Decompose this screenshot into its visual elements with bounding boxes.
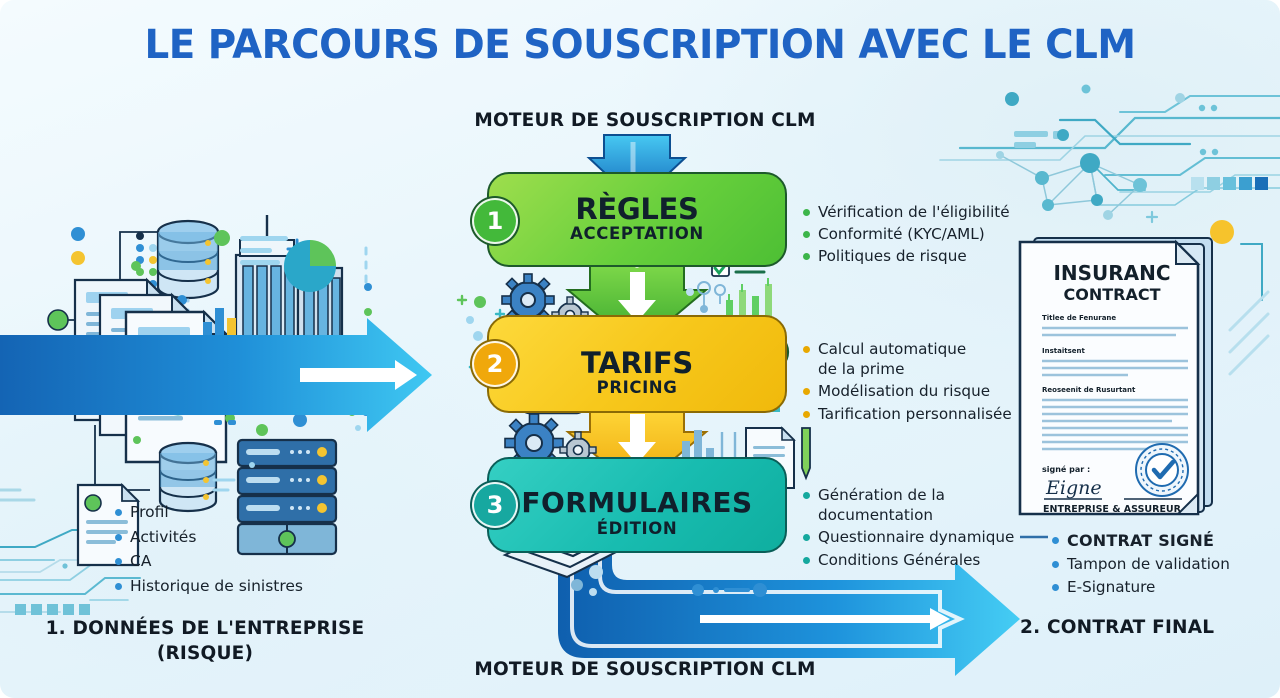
list-item: Tampon de validation bbox=[1052, 554, 1230, 574]
list-item: Politiques de risque bbox=[803, 246, 1010, 266]
list-item: Historique de sinistres bbox=[115, 576, 303, 597]
contract-field-label-1: Titlee de Fenurane bbox=[1042, 314, 1116, 322]
step-box-formulaires[interactable]: FORMULAIRES ÉDITION bbox=[487, 457, 787, 553]
contract-subheading: CONTRACT bbox=[1063, 285, 1160, 304]
list-item: Questionnaire dynamique bbox=[803, 527, 1014, 547]
insurance-contract-document: INSURANC CONTRACT Titlee de Fenurane Ins… bbox=[1018, 237, 1213, 516]
contract-signature-script: Eigne bbox=[1045, 477, 1102, 499]
contract-heading: INSURANC bbox=[1053, 261, 1170, 285]
list-item: Calcul automatique de la prime bbox=[803, 339, 1012, 379]
contract-field-label-3: Reoseenit de Rusurtant bbox=[1042, 386, 1136, 394]
output-contract-bullet-list: CONTRAT SIGNÉ Tampon de validation E-Sig… bbox=[1052, 530, 1230, 601]
step-box-regles[interactable]: RÈGLES ACCEPTATION bbox=[487, 172, 787, 267]
list-item: Conditions Générales bbox=[803, 550, 1014, 570]
step2-title: TARIFS bbox=[581, 346, 693, 380]
list-item: Profil bbox=[115, 502, 303, 523]
mini-charts bbox=[203, 230, 336, 344]
step3-number-badge: 3 bbox=[472, 482, 518, 528]
contract-field-label-2: Instaitsent bbox=[1042, 347, 1085, 355]
list-item: CA bbox=[115, 551, 303, 572]
contract-signers: ENTREPRISE & ASSUREUR bbox=[1043, 504, 1182, 515]
input-flow-arrow bbox=[0, 318, 432, 432]
database-icon-bottom bbox=[158, 441, 218, 513]
list-item: Génération de la documentation bbox=[803, 485, 1014, 525]
step-box-tarifs[interactable]: TARIFS PRICING bbox=[487, 315, 787, 413]
step2-bullet-list: Calcul automatique de la prime Modélisat… bbox=[803, 339, 1012, 426]
step1-title: RÈGLES bbox=[575, 192, 699, 226]
caption-bottom: MOTEUR DE SOUSCRIPTION CLM bbox=[474, 659, 816, 680]
caption-top: MOTEUR DE SOUSCRIPTION CLM bbox=[474, 110, 816, 131]
list-item: Conformité (KYC/AML) bbox=[803, 224, 1010, 244]
caption-output-stage: 2. CONTRAT FINAL bbox=[1020, 617, 1215, 638]
list-item: Activités bbox=[115, 527, 303, 548]
step1-subtitle: ACCEPTATION bbox=[570, 224, 704, 243]
document-stack-icon bbox=[73, 277, 229, 464]
step3-subtitle: ÉDITION bbox=[596, 519, 678, 538]
validation-stamp-icon bbox=[1135, 443, 1189, 497]
caption-input-stage: 1. DONNÉES DE L'ENTREPRISE (RISQUE) bbox=[45, 618, 365, 664]
contract-field-lines-3 bbox=[1042, 398, 1188, 451]
page-title: LE PARCOURS DE SOUSCRIPTION AVEC LE CLM bbox=[144, 22, 1136, 68]
office-building-icon bbox=[214, 215, 354, 397]
list-item: Modélisation du risque bbox=[803, 381, 1012, 401]
step2-subtitle: PRICING bbox=[596, 378, 678, 397]
step2-number-badge: 2 bbox=[472, 341, 518, 387]
list-item: Vérification de l'éligibilité bbox=[803, 202, 1010, 222]
list-item: Tarification personnalisée bbox=[803, 404, 1012, 424]
step3-title: FORMULAIRES bbox=[521, 486, 753, 519]
database-icon-top bbox=[156, 219, 220, 300]
list-item: E-Signature bbox=[1052, 577, 1230, 597]
contract-field-lines-1 bbox=[1042, 326, 1188, 337]
step1-bullet-list: Vérification de l'éligibilité Conformité… bbox=[803, 202, 1010, 269]
contract-signature-label: signé par : bbox=[1042, 464, 1090, 474]
step3-bullet-list: Génération de la documentation Questionn… bbox=[803, 485, 1014, 572]
contract-field-lines-2 bbox=[1042, 359, 1188, 377]
list-item: CONTRAT SIGNÉ bbox=[1052, 530, 1230, 551]
input-data-bullet-list: Profil Activités CA Historique de sinist… bbox=[115, 502, 303, 600]
step1-number-badge: 1 bbox=[472, 198, 518, 244]
